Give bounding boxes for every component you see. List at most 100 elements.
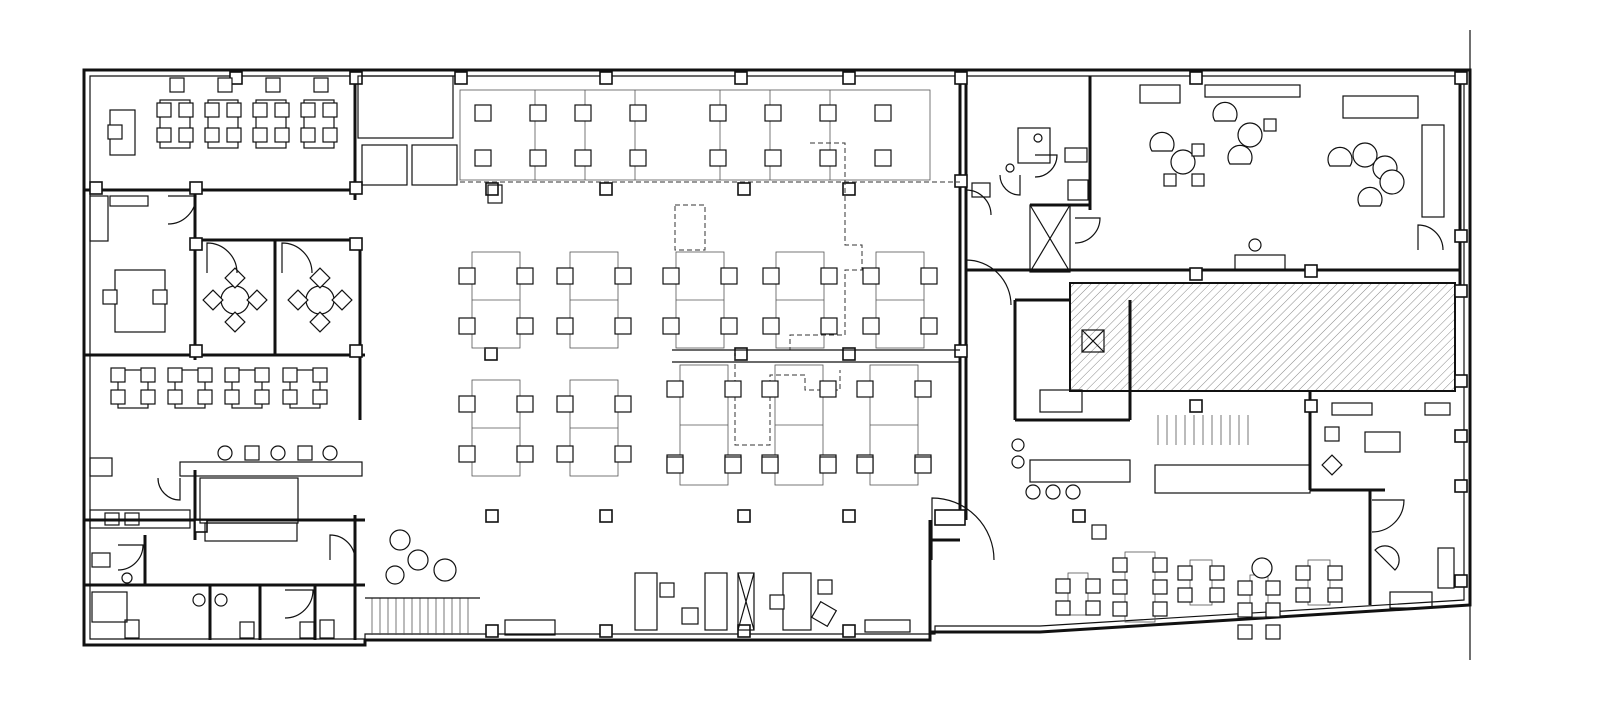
stool xyxy=(217,445,233,461)
shelf xyxy=(109,195,149,207)
chair xyxy=(156,102,172,118)
cabinet xyxy=(361,144,408,186)
cabinet xyxy=(1139,84,1181,104)
chair xyxy=(574,149,592,167)
chair xyxy=(1327,587,1343,603)
chair xyxy=(1321,454,1343,476)
chair xyxy=(322,102,338,118)
chair xyxy=(140,389,156,405)
door-swing xyxy=(157,477,181,501)
chair xyxy=(107,124,123,140)
chair xyxy=(274,127,290,143)
chair xyxy=(920,267,938,285)
door-swing xyxy=(965,189,992,216)
chair xyxy=(914,380,932,398)
appliance xyxy=(1331,402,1373,416)
chair xyxy=(474,149,492,167)
cabinet xyxy=(1437,547,1455,589)
sink xyxy=(192,593,206,607)
chair xyxy=(681,607,699,625)
stool xyxy=(1045,484,1061,500)
chair xyxy=(287,289,309,311)
chair xyxy=(458,395,476,413)
chair xyxy=(1152,557,1168,573)
sink xyxy=(1039,389,1083,413)
chair xyxy=(1324,426,1340,442)
chair xyxy=(1327,565,1343,581)
chair xyxy=(226,102,242,118)
chair xyxy=(282,367,298,383)
column xyxy=(349,71,363,85)
chair xyxy=(1237,602,1253,618)
column xyxy=(1304,399,1318,413)
chair xyxy=(178,102,194,118)
chair xyxy=(817,579,833,595)
chair xyxy=(516,317,534,335)
cabinet xyxy=(634,572,658,631)
bench xyxy=(504,619,556,636)
chair xyxy=(224,267,246,289)
chair xyxy=(769,594,785,610)
toilet xyxy=(239,621,255,639)
chair xyxy=(529,104,547,122)
column xyxy=(1454,429,1468,443)
chair xyxy=(152,289,168,305)
chair xyxy=(224,367,240,383)
round-table xyxy=(1170,149,1196,175)
column xyxy=(599,624,613,638)
chair xyxy=(819,104,837,122)
column xyxy=(1189,267,1203,281)
column xyxy=(485,509,499,523)
equipment xyxy=(1389,591,1433,609)
chair xyxy=(920,317,938,335)
chair xyxy=(217,77,233,93)
chair xyxy=(252,102,268,118)
chair xyxy=(265,77,281,93)
shelf xyxy=(1204,84,1301,98)
door-swing xyxy=(1034,154,1058,178)
chair xyxy=(720,317,738,335)
column xyxy=(1189,399,1203,413)
storage-room xyxy=(357,75,454,139)
chair xyxy=(516,267,534,285)
desk xyxy=(289,369,321,409)
counter xyxy=(1029,459,1131,483)
desk xyxy=(1364,431,1401,453)
cabinet xyxy=(1067,179,1089,201)
desk xyxy=(117,369,149,409)
desk xyxy=(255,99,287,149)
door-swing xyxy=(1371,499,1405,533)
chair xyxy=(458,445,476,463)
toilet xyxy=(124,619,140,639)
dining-table xyxy=(1249,574,1269,618)
chair xyxy=(1177,565,1193,581)
column xyxy=(484,347,498,361)
cabinet xyxy=(704,572,728,631)
column xyxy=(954,174,968,188)
plant xyxy=(433,558,457,582)
chair xyxy=(666,380,684,398)
column xyxy=(842,347,856,361)
chair xyxy=(300,127,316,143)
dining-table xyxy=(1189,559,1213,606)
chair xyxy=(1085,578,1101,594)
column xyxy=(842,624,856,638)
chair xyxy=(1237,624,1253,640)
chair xyxy=(574,104,592,122)
chair xyxy=(246,289,268,311)
chair xyxy=(629,149,647,167)
chair xyxy=(202,289,224,311)
column xyxy=(189,181,203,195)
stool xyxy=(1011,438,1025,452)
bench xyxy=(864,619,911,633)
chair xyxy=(197,389,213,405)
chair xyxy=(556,395,574,413)
chair xyxy=(666,456,684,474)
door-swing xyxy=(206,242,238,274)
chair xyxy=(1191,173,1205,187)
chair xyxy=(819,149,837,167)
chair xyxy=(102,289,118,305)
chair xyxy=(331,289,353,311)
stool xyxy=(322,445,338,461)
